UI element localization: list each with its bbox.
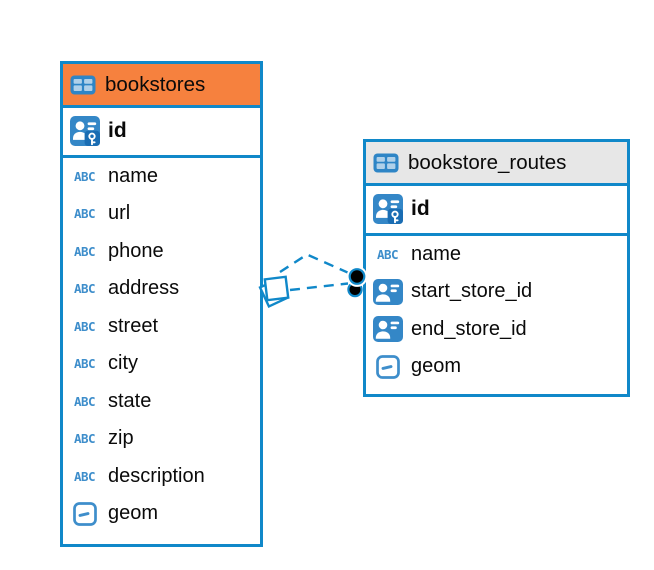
column-name: end_store_id xyxy=(411,317,527,340)
column-name: url xyxy=(108,202,131,225)
text-field-icon: ABC xyxy=(73,356,96,372)
text-field-icon: ABC xyxy=(73,318,96,334)
entity-title: bookstore_routes xyxy=(408,150,567,174)
column-name: city xyxy=(108,352,138,375)
text-field-icon: ABC xyxy=(73,468,96,484)
column-name: id xyxy=(108,119,127,143)
entity-bookstores[interactable]: bookstores id ABC name ABC url ABC phone… xyxy=(60,61,263,547)
column-row[interactable]: ABC zip xyxy=(63,420,260,458)
text-field-icon: ABC xyxy=(73,243,96,259)
relationship-line-lower[interactable] xyxy=(289,282,349,292)
column-name: state xyxy=(108,389,152,412)
column-name: name xyxy=(411,242,462,265)
column-row[interactable]: end_store_id xyxy=(366,311,627,349)
column-row[interactable]: ABC address xyxy=(63,270,260,308)
geometry-field-icon xyxy=(376,355,400,379)
relationship-source-marker-squares[interactable] xyxy=(258,275,290,309)
geometry-field-icon xyxy=(73,502,97,526)
column-name: id xyxy=(411,197,430,221)
column-name: address xyxy=(108,277,180,300)
column-row[interactable]: geom xyxy=(366,348,627,386)
column-row[interactable]: ABC street xyxy=(63,308,260,346)
column-row[interactable]: ABC city xyxy=(63,345,260,383)
table-icon xyxy=(70,75,96,95)
column-name: start_store_id xyxy=(411,280,533,303)
column-name: name xyxy=(108,164,159,187)
column-name: zip xyxy=(108,427,134,450)
primary-key-icon xyxy=(373,194,403,224)
relationship-line-upper[interactable] xyxy=(279,253,352,276)
reference-field-icon xyxy=(373,279,403,305)
text-field-icon: ABC xyxy=(73,281,96,297)
entity-bookstore-routes[interactable]: bookstore_routes id ABC name start_store… xyxy=(363,139,630,397)
column-name: description xyxy=(108,464,205,487)
primary-key-icon xyxy=(70,116,100,146)
text-field-icon: ABC xyxy=(73,431,96,447)
entity-bookstores-header[interactable]: bookstores xyxy=(63,64,260,108)
reference-field-icon xyxy=(373,316,403,342)
column-name: geom xyxy=(108,502,159,525)
text-field-icon: ABC xyxy=(376,246,399,262)
entity-title: bookstores xyxy=(105,72,206,96)
column-name: phone xyxy=(108,239,164,262)
text-field-icon: ABC xyxy=(73,393,96,409)
column-row[interactable]: ABC phone xyxy=(63,233,260,271)
column-row-id[interactable]: id xyxy=(63,108,260,158)
column-name: geom xyxy=(411,355,462,378)
table-icon xyxy=(373,153,399,173)
entity-bookstore-routes-header[interactable]: bookstore_routes xyxy=(366,142,627,186)
column-row[interactable]: ABC name xyxy=(63,158,260,196)
column-row-id[interactable]: id xyxy=(366,186,627,236)
text-field-icon: ABC xyxy=(73,206,96,222)
column-row[interactable]: ABC state xyxy=(63,383,260,421)
column-row[interactable]: start_store_id xyxy=(366,273,627,311)
column-row[interactable]: ABC name xyxy=(366,236,627,274)
column-row[interactable]: geom xyxy=(63,495,260,533)
text-field-icon: ABC xyxy=(73,168,96,184)
column-row[interactable]: ABC url xyxy=(63,195,260,233)
column-name: street xyxy=(108,314,159,337)
column-row[interactable]: ABC description xyxy=(63,458,260,496)
